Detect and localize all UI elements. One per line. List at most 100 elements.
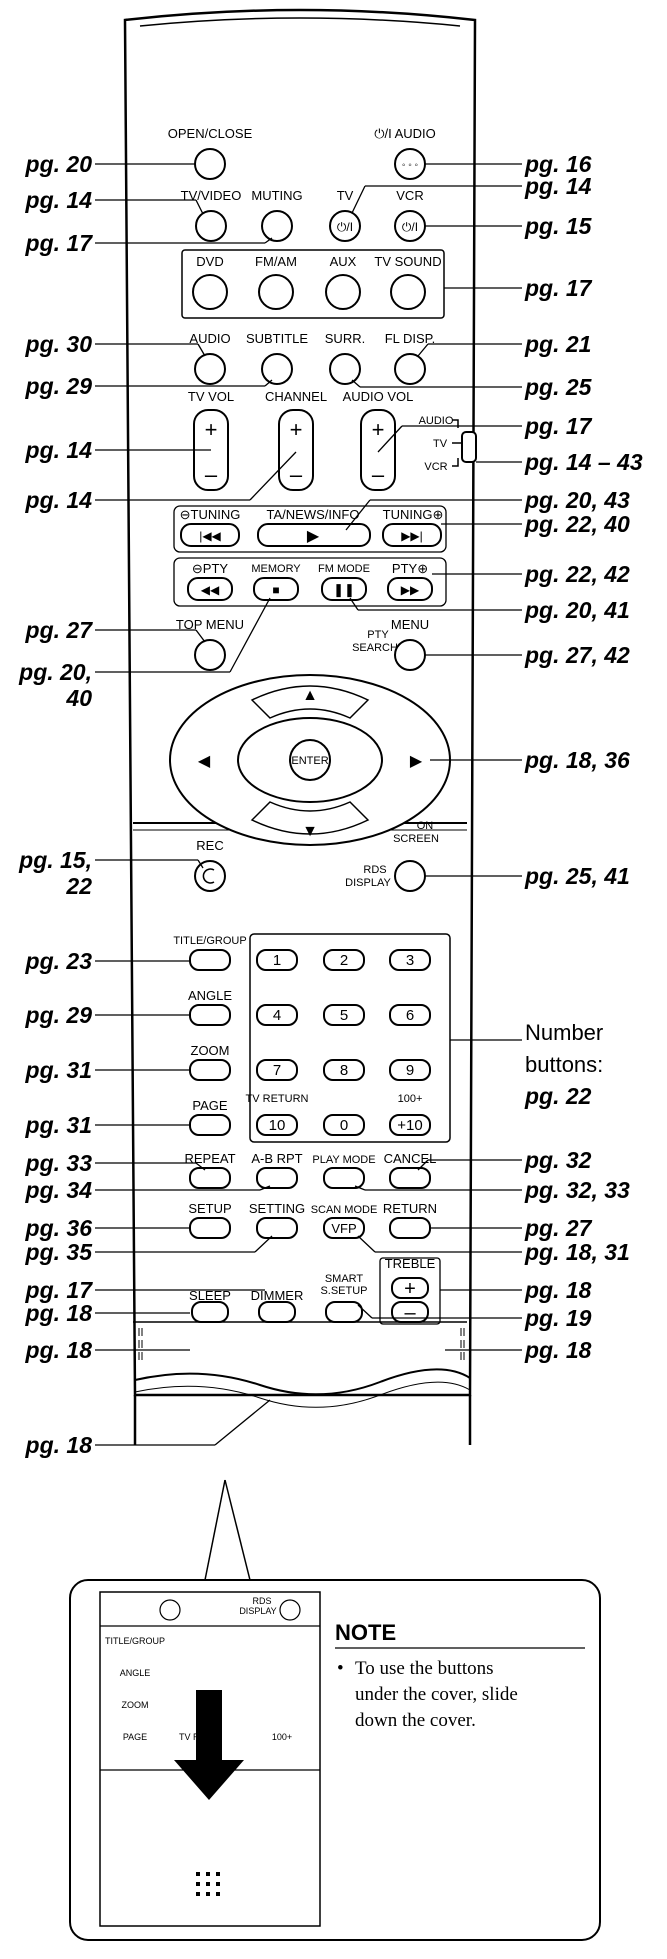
on-screen-button[interactable] (394, 860, 426, 892)
muting-button[interactable] (261, 210, 293, 242)
rec-button[interactable] (194, 860, 226, 892)
tv-return-label: TV RETURN (246, 1093, 309, 1105)
setting-button[interactable] (256, 1217, 298, 1239)
ref-memory-1: pg. 20, (18, 659, 92, 685)
callout-left (204, 1479, 226, 1581)
number-key-1[interactable] (256, 949, 298, 971)
ref-smart: pg. 19 (524, 1305, 592, 1331)
pause-icon: ❚❚ (333, 582, 355, 598)
return-label: RETURN (383, 1201, 437, 1216)
cursor-up-button[interactable] (250, 685, 370, 719)
dvd-button[interactable] (192, 274, 228, 310)
mode-switch[interactable] (461, 431, 477, 463)
fm-mode-button[interactable] (321, 577, 367, 601)
ref-cancel: pg. 32 (524, 1147, 592, 1173)
channel-plus-icon: + (290, 417, 303, 442)
tuning-minus-button[interactable] (180, 523, 240, 547)
number-key-7[interactable] (256, 1059, 298, 1081)
audio-button[interactable] (194, 353, 226, 385)
tuning-minus-label: ⊖TUNING (180, 507, 241, 522)
fast-forward-icon: ▶▶ (401, 583, 420, 597)
treble-minus-button[interactable] (391, 1301, 429, 1323)
top-menu-label: TOP MENU (176, 617, 244, 632)
tv-sound-label: TV SOUND (374, 254, 441, 269)
tv-sound-button[interactable] (390, 274, 426, 310)
fm-am-button[interactable] (258, 274, 294, 310)
cancel-button[interactable] (389, 1167, 431, 1189)
ref-setup: pg. 36 (25, 1215, 93, 1241)
tuning-group-frame (173, 505, 447, 553)
ref-repeat: pg. 33 (25, 1150, 93, 1176)
number-key-10[interactable] (256, 1114, 298, 1136)
ta-news-info-button[interactable] (257, 523, 371, 547)
surr-label: SURR. (325, 331, 365, 346)
setup-button[interactable] (189, 1217, 231, 1239)
ref-surr: pg. 25 (524, 374, 593, 400)
ref-page: pg. 31 (25, 1112, 92, 1138)
dimmer-button[interactable] (258, 1301, 296, 1323)
angle-button[interactable] (189, 1004, 231, 1026)
play-mode-button[interactable] (323, 1167, 365, 1189)
repeat-button[interactable] (189, 1167, 231, 1189)
slide-down-arrow-icon (174, 1690, 244, 1800)
enter-button[interactable] (289, 739, 331, 781)
break-line (134, 1368, 471, 1396)
arrow-right-icon: ▶ (410, 753, 423, 770)
zoom-button[interactable] (189, 1059, 231, 1081)
pty-plus-button[interactable] (387, 577, 433, 601)
ref-tv: pg. 14 (524, 173, 592, 199)
ref-ta: pg. 20, 43 (524, 487, 630, 513)
top-menu-button[interactable] (194, 639, 226, 671)
return-button[interactable] (389, 1217, 431, 1239)
number-key-label: 3 (406, 952, 414, 969)
number-key-9[interactable] (389, 1059, 431, 1081)
number-key-3[interactable] (389, 949, 431, 971)
arrow-up-icon: ▲ (302, 687, 318, 704)
number-key-5[interactable] (323, 1004, 365, 1026)
memory-button[interactable] (253, 577, 299, 601)
tv-power-button[interactable] (329, 210, 361, 242)
audio-label: AUDIO (189, 331, 230, 346)
aux-button[interactable] (325, 274, 361, 310)
note-bullet: • (337, 1658, 344, 1679)
tv-video-button[interactable] (195, 210, 227, 242)
audio-vol-rocker[interactable] (360, 409, 396, 491)
dvd-label: DVD (196, 254, 223, 269)
arrow-down-icon: ▼ (302, 823, 318, 840)
number-key-8[interactable] (323, 1059, 365, 1081)
menu-button[interactable] (394, 639, 426, 671)
setting-label: SETTING (249, 1201, 305, 1216)
page-button[interactable] (189, 1114, 231, 1136)
pty-minus-button[interactable] (187, 577, 233, 601)
ab-rpt-button[interactable] (256, 1167, 298, 1189)
number-key-6[interactable] (389, 1004, 431, 1026)
number-key-plus10[interactable] (389, 1114, 431, 1136)
treble-plus-button[interactable] (391, 1277, 429, 1299)
open-close-button[interactable] (194, 148, 226, 180)
page-references: pg. 20 pg. 14 pg. 17 pg. 30 pg. 29 pg. 1… (18, 151, 643, 1458)
hundred-plus-label: 100+ (398, 1093, 423, 1105)
ref-numbers-3: pg. 22 (524, 1083, 592, 1109)
remote-top-edge (139, 17, 461, 27)
ref-fl-disp: pg. 21 (524, 331, 591, 357)
vfp-button[interactable] (323, 1217, 365, 1239)
ref-rec-2: 22 (65, 873, 92, 899)
smart-setup-button[interactable] (325, 1301, 363, 1323)
number-key-4[interactable] (256, 1004, 298, 1026)
vcr-power-label: VCR (396, 188, 423, 203)
tuning-plus-button[interactable] (382, 523, 442, 547)
treble-group (379, 1257, 441, 1325)
number-key-2[interactable] (323, 949, 365, 971)
title-group-button[interactable] (189, 949, 231, 971)
rds-display-label-1: RDS (363, 864, 386, 876)
muting-label: MUTING (251, 188, 302, 203)
number-key-0[interactable] (323, 1114, 365, 1136)
cursor-down-button[interactable] (250, 801, 370, 835)
sleep-button[interactable] (191, 1301, 229, 1323)
fl-disp-button[interactable] (394, 353, 426, 385)
surr-button[interactable] (329, 353, 361, 385)
channel-rocker[interactable] (278, 409, 314, 491)
subtitle-button[interactable] (261, 353, 293, 385)
ref-dimmer: pg. 17 (25, 1277, 94, 1303)
